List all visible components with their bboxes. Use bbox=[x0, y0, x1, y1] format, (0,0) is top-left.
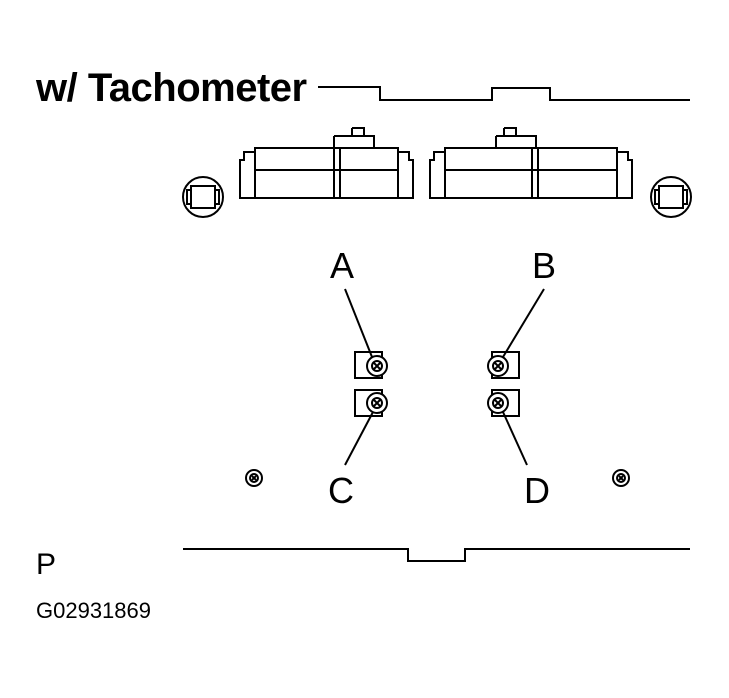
leader-line-b bbox=[502, 288, 545, 358]
screw-c bbox=[354, 389, 388, 417]
right-connector bbox=[429, 127, 633, 199]
callout-c: C bbox=[328, 470, 354, 511]
right-mount-screw bbox=[612, 469, 630, 487]
callout-b: B bbox=[532, 245, 556, 286]
screw-a bbox=[354, 351, 388, 379]
screw-d bbox=[487, 389, 520, 417]
leader-line-c bbox=[344, 411, 374, 466]
leader-line-a bbox=[344, 288, 373, 358]
panel-top-edge bbox=[318, 86, 690, 101]
right-grommet bbox=[650, 176, 692, 218]
panel-bottom-edge bbox=[183, 548, 690, 562]
callout-a: A bbox=[330, 245, 354, 286]
figure-id: G02931869 bbox=[36, 598, 151, 623]
view-letter: P bbox=[36, 548, 57, 581]
screw-b bbox=[487, 351, 520, 379]
left-grommet bbox=[182, 176, 224, 218]
callout-d: D bbox=[524, 470, 550, 511]
left-connector bbox=[239, 127, 414, 199]
left-mount-screw bbox=[245, 469, 263, 487]
diagram-title: w/ Tachometer bbox=[36, 66, 307, 110]
leader-line-d bbox=[502, 411, 528, 466]
